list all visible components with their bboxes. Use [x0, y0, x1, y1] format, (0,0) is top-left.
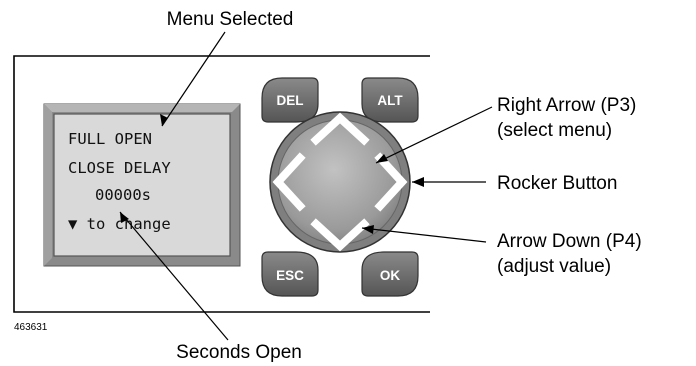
callout-arrow-down: Arrow Down (P4) [497, 231, 642, 252]
callout-menu-selected: Menu Selected [167, 9, 294, 30]
callout-arrow-down-sub: (adjust value) [497, 256, 611, 277]
leader-right-arrow [375, 106, 493, 164]
esc-button-shape[interactable] [261, 251, 319, 297]
chevron-left-icon[interactable] [272, 152, 306, 212]
lcd-display: FULL OPEN CLOSE DELAY 00000s ▼ to change [43, 103, 241, 267]
lcd-screen [53, 113, 231, 257]
ok-button-label: OK [380, 268, 401, 283]
alt-button-label: ALT [377, 93, 403, 108]
panel-outline [13, 55, 430, 313]
callout-right-arrow-sub: (select menu) [497, 120, 612, 141]
alt-button[interactable]: ALT [361, 77, 419, 123]
lcd-line-3: 00000s [95, 186, 151, 204]
callout-seconds-open: Seconds Open [176, 342, 302, 363]
chevron-down-icon[interactable] [310, 218, 370, 252]
leader-arrow-down [361, 227, 487, 243]
arrowhead-right-arrow [376, 154, 388, 163]
leader-seconds-open [119, 211, 229, 341]
del-button-label: DEL [277, 93, 304, 108]
esc-button[interactable]: ESC [261, 251, 319, 297]
lcd-bezel-top [44, 104, 240, 112]
callout-rocker-button: Rocker Button [497, 173, 617, 194]
del-button[interactable]: DEL [261, 77, 319, 123]
rocker-button[interactable] [269, 111, 411, 253]
lcd-line-1: FULL OPEN [68, 130, 152, 148]
ok-button[interactable]: OK [361, 251, 419, 297]
callout-right-arrow: Right Arrow (P3) [497, 95, 636, 116]
arrowhead-rocker-button [412, 177, 424, 187]
lcd-line-4: ▼ to change [68, 215, 171, 233]
arrowhead-seconds-open [120, 212, 129, 223]
lcd-bezel-left [44, 104, 52, 266]
figure-id: 463631 [14, 322, 48, 333]
chevron-right-icon[interactable] [374, 152, 408, 212]
ok-button-shape[interactable] [361, 251, 419, 297]
esc-button-label: ESC [276, 268, 304, 283]
lcd-line-2: CLOSE DELAY [68, 159, 171, 177]
chevron-up-icon[interactable] [310, 112, 370, 146]
rocker-face[interactable] [277, 119, 403, 245]
arrowhead-menu-selected [160, 114, 168, 126]
leader-menu-selected [161, 31, 226, 127]
del-button-shape[interactable] [261, 77, 319, 123]
arrowhead-arrow-down [362, 225, 374, 234]
